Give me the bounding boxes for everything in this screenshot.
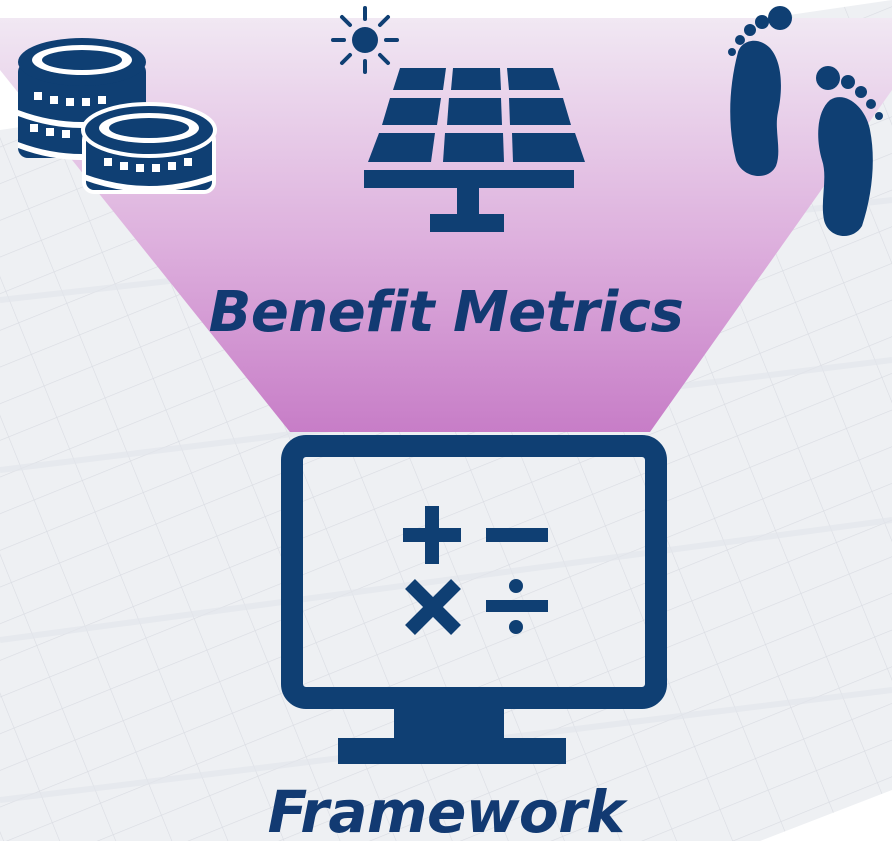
sun-icon (331, 6, 399, 74)
plus-icon (403, 506, 461, 564)
coins-icon (18, 38, 217, 194)
divide-icon (486, 579, 548, 634)
multiply-icon (405, 579, 461, 635)
monitor-icon (281, 435, 667, 764)
framework-label: Framework (267, 778, 625, 841)
solar-panel-icon (364, 68, 585, 232)
minus-icon (486, 528, 548, 542)
footprints-icon (728, 6, 883, 237)
arithmetic-operators-icon (403, 506, 548, 635)
benefit-metrics-label: Benefit Metrics (208, 280, 684, 345)
